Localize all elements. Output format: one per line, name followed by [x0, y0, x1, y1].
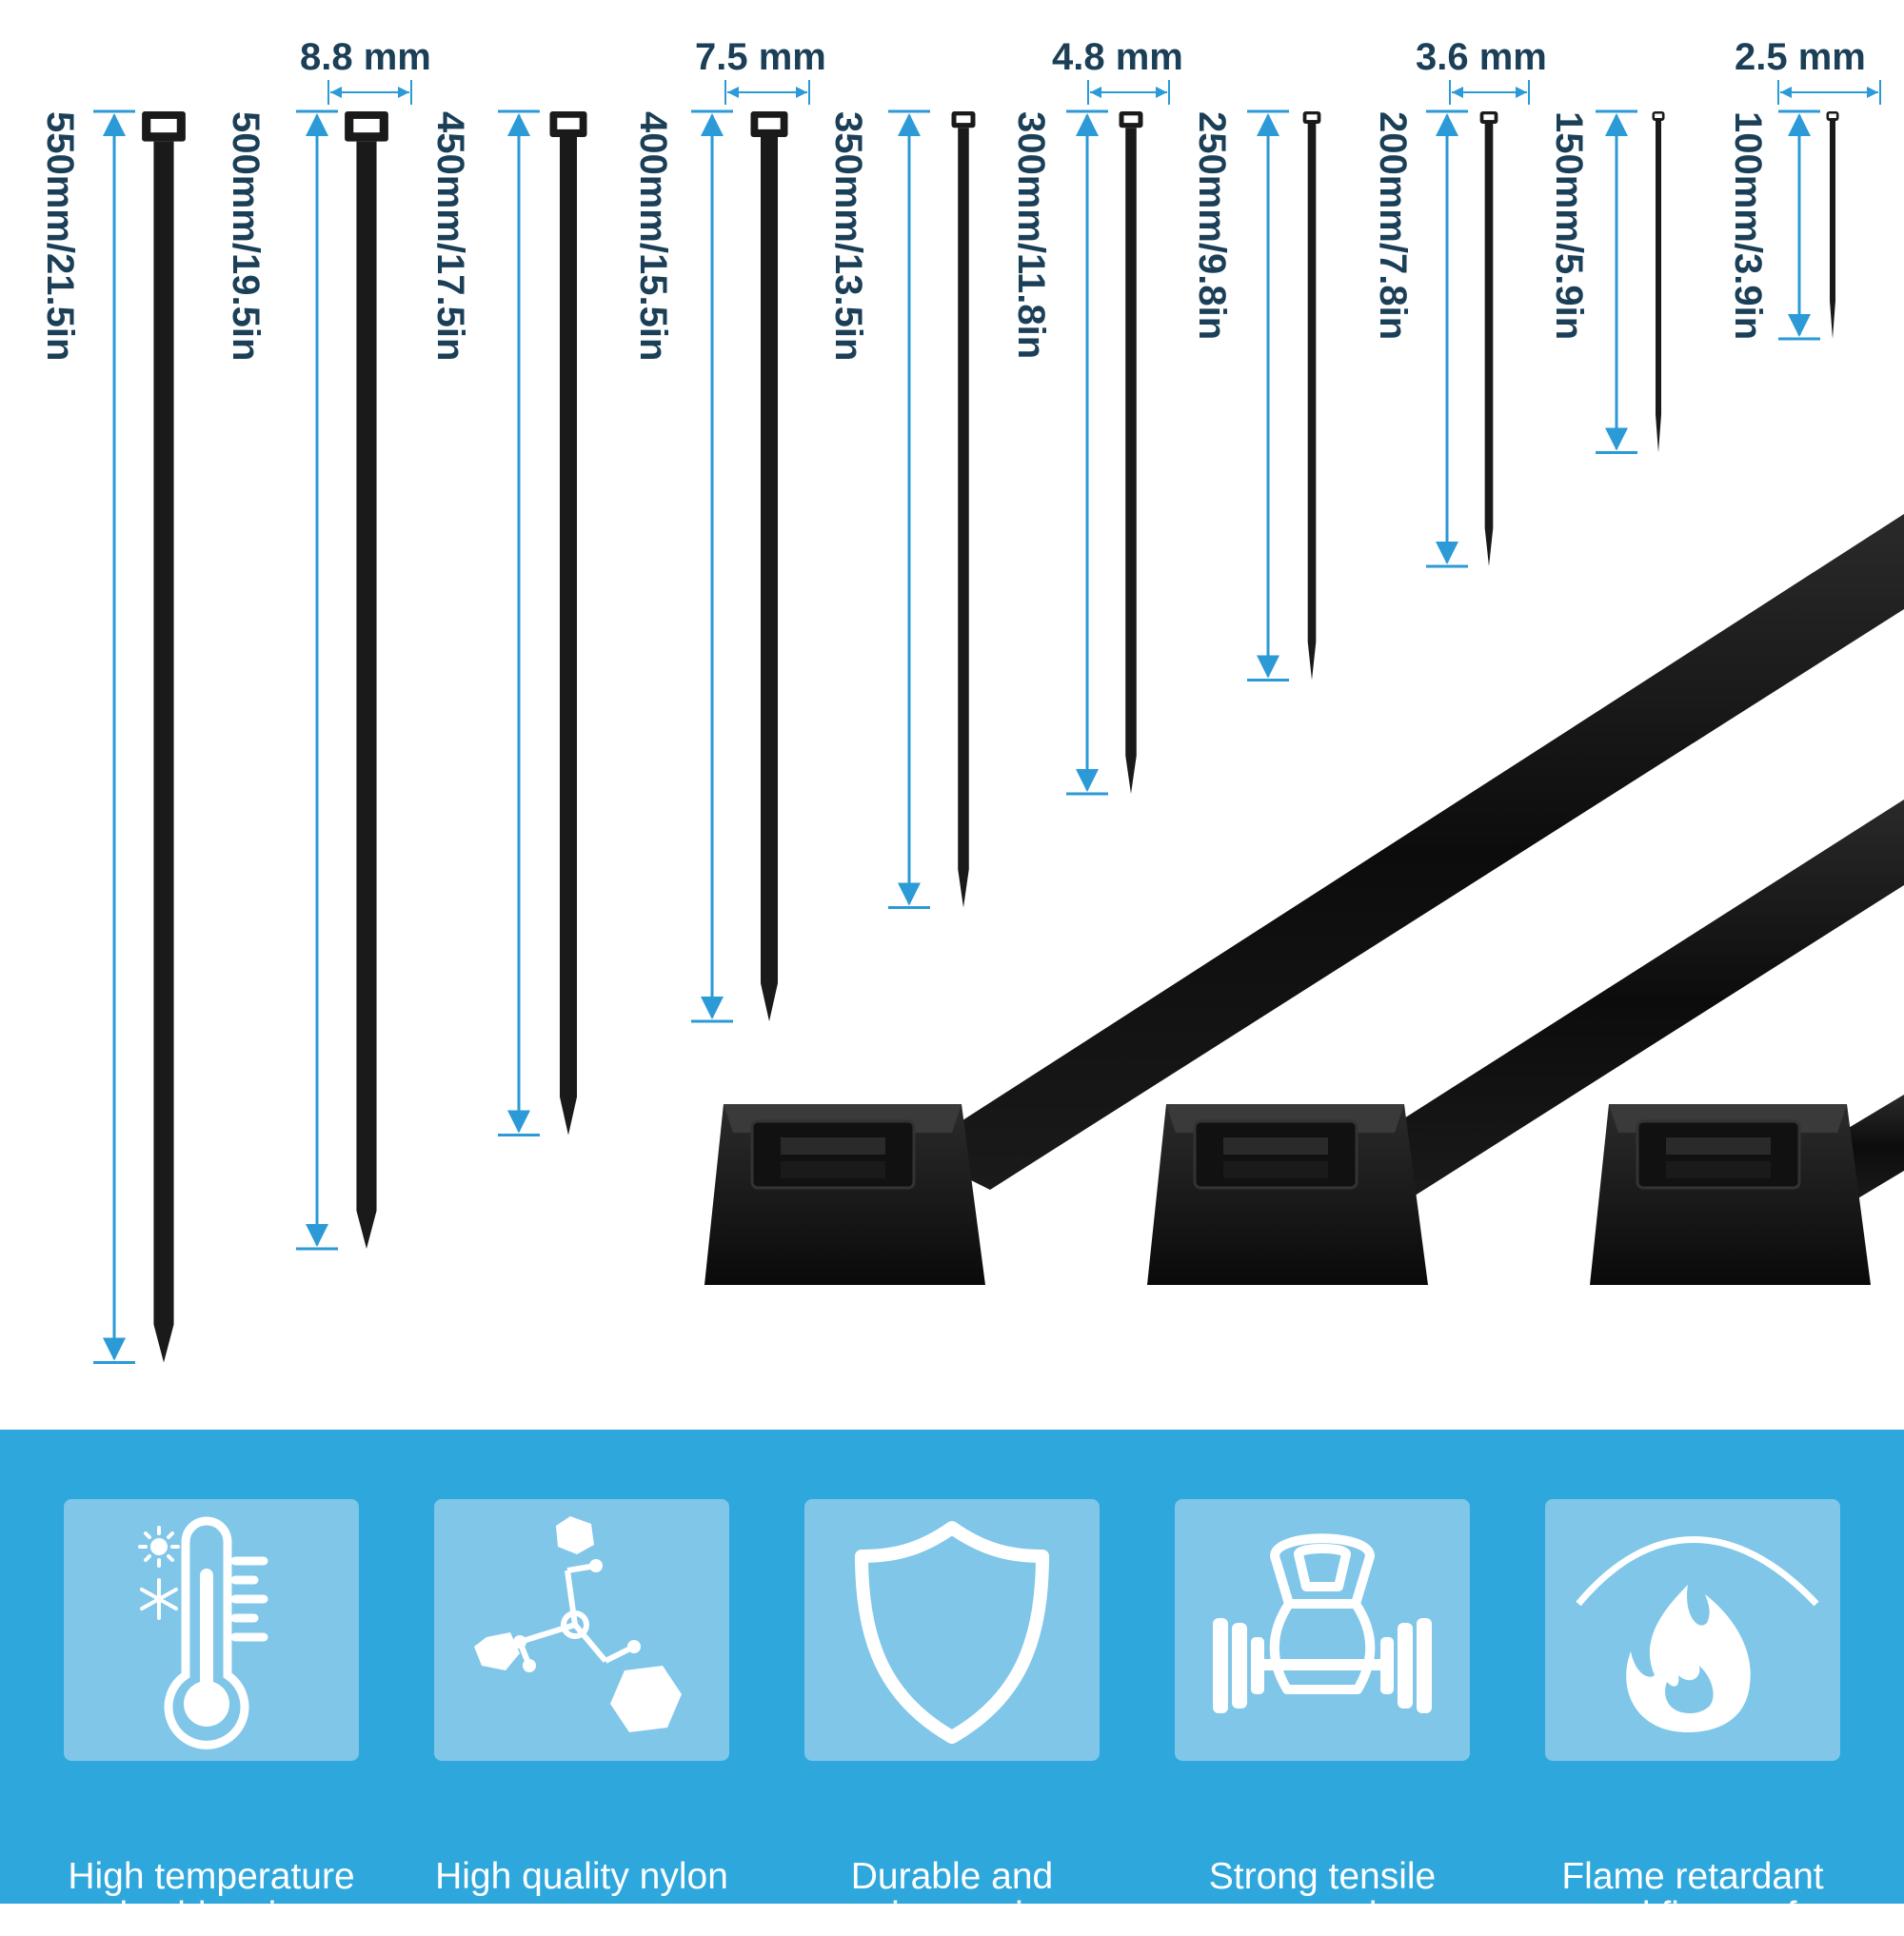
- feature-label: High temperature and cold resistant: [66, 1856, 357, 1936]
- shield-icon: [855, 1521, 1049, 1744]
- width-label: 2.5 mm: [1735, 36, 1866, 78]
- tie-strap: [1656, 121, 1661, 453]
- closeup-tie-1: [704, 514, 1904, 1285]
- feature-box: [804, 1499, 1100, 1761]
- tie-head-slot: [557, 117, 580, 129]
- feature-flame: Flame retardant and fireproof: [1545, 1499, 1840, 1935]
- feature-box: [64, 1499, 359, 1761]
- closeup-tie-2: [1147, 800, 1904, 1285]
- cable-tie: [345, 111, 388, 1250]
- tie-head-slot: [1306, 114, 1318, 121]
- length-dimension: [1426, 109, 1468, 568]
- length-dimension: [1596, 109, 1637, 454]
- molecule-icon: [474, 1516, 682, 1732]
- tie-strap: [958, 128, 969, 908]
- tie-head-slot: [956, 115, 971, 124]
- cable-tie: [1826, 111, 1839, 339]
- feature-label: High quality nylon: [435, 1856, 728, 1897]
- tie-head-slot: [150, 118, 177, 133]
- length-label: 550mm/21.5in: [39, 111, 81, 362]
- length-label: 300mm/11.8in: [1010, 111, 1052, 360]
- cable-tie: [1652, 111, 1665, 453]
- feature-label: Flame retardant and fireproof: [1561, 1856, 1824, 1936]
- length-label: 450mm/17.5in: [429, 111, 471, 362]
- cable-ties: [142, 111, 1839, 1363]
- cable-tie: [1119, 111, 1143, 794]
- cable-tie: [549, 111, 587, 1136]
- width-label: 8.8 mm: [300, 36, 431, 78]
- length-label: 350mm/13.5in: [827, 111, 869, 362]
- feature-temperature: High temperature and cold resistant: [64, 1499, 359, 1935]
- length-label: 150mm/5.9in: [1548, 111, 1590, 341]
- tie-strap: [1307, 123, 1317, 681]
- length-dimension: [1247, 109, 1289, 682]
- feature-tensile: Strong tensile strength: [1175, 1499, 1470, 1935]
- tie-head-slot: [1483, 114, 1495, 121]
- cable-tie: [1302, 111, 1321, 681]
- feature-box: [434, 1499, 729, 1761]
- width-dimension: [1087, 80, 1170, 105]
- cable-tie: [750, 111, 788, 1021]
- dimension-arrows: [93, 80, 1881, 1364]
- length-dimension: [888, 109, 930, 909]
- tie-strap: [356, 141, 377, 1250]
- features-band: High temperature and cold resistant: [0, 1430, 1904, 1935]
- feature-box: [1545, 1499, 1840, 1761]
- length-dimension: [1778, 109, 1820, 341]
- length-label: 200mm/7.8in: [1372, 111, 1414, 341]
- width-label: 3.6 mm: [1416, 36, 1547, 78]
- length-dimension: [296, 109, 338, 1251]
- length-dimension: [498, 109, 540, 1136]
- feature-box: [1175, 1499, 1470, 1761]
- cable-tie: [951, 111, 976, 908]
- tie-strap: [1830, 121, 1835, 339]
- tie-strap: [153, 141, 174, 1363]
- feature-label: Strong tensile strength: [1208, 1856, 1437, 1936]
- thermometer-icon: [138, 1516, 268, 1749]
- length-label: 400mm/15.5in: [632, 111, 674, 362]
- length-label: 250mm/9.8in: [1191, 111, 1233, 341]
- width-label: 7.5 mm: [695, 36, 826, 78]
- tie-strap: [1484, 123, 1494, 566]
- tie-head-slot: [1123, 115, 1139, 124]
- cable-tie: [142, 111, 186, 1363]
- closeup-tie-3: [1590, 1095, 1904, 1285]
- cable-tie: [1479, 111, 1498, 566]
- length-label: 500mm/19.5in: [225, 111, 267, 362]
- feature-nylon: High quality nylon: [434, 1499, 729, 1896]
- length-dimension: [691, 109, 733, 1023]
- tie-strap: [761, 137, 778, 1021]
- product-diagram: 8.8 mm 7.5 mm 4.8 mm 3.6 mm 2.5 mm 550mm/21.…: [39, 36, 1904, 1364]
- feature-durable: Durable and anti-corrosion: [804, 1499, 1100, 1935]
- width-label: 4.8 mm: [1052, 36, 1183, 78]
- tie-head-slot: [1829, 113, 1836, 118]
- width-dimension: [327, 80, 412, 105]
- width-dimension: [1449, 80, 1530, 105]
- width-dimension: [724, 80, 810, 105]
- cable-tie-diagram: [93, 80, 1904, 1364]
- width-dimension: [1777, 80, 1881, 105]
- length-label: 100mm/3.9in: [1727, 111, 1769, 341]
- length-dimension: [1066, 109, 1108, 796]
- tie-head-slot: [758, 117, 781, 129]
- tie-strap: [560, 137, 577, 1136]
- tie-head-slot: [353, 118, 380, 133]
- tie-head-slot: [1655, 113, 1662, 118]
- feature-label: Durable and anti-corrosion: [839, 1856, 1065, 1936]
- tie-strap: [1125, 128, 1137, 794]
- kettlebell-dumbbell-icon: [1213, 1533, 1432, 1713]
- length-dimension: [93, 109, 135, 1364]
- flame-icon: [1576, 1536, 1819, 1732]
